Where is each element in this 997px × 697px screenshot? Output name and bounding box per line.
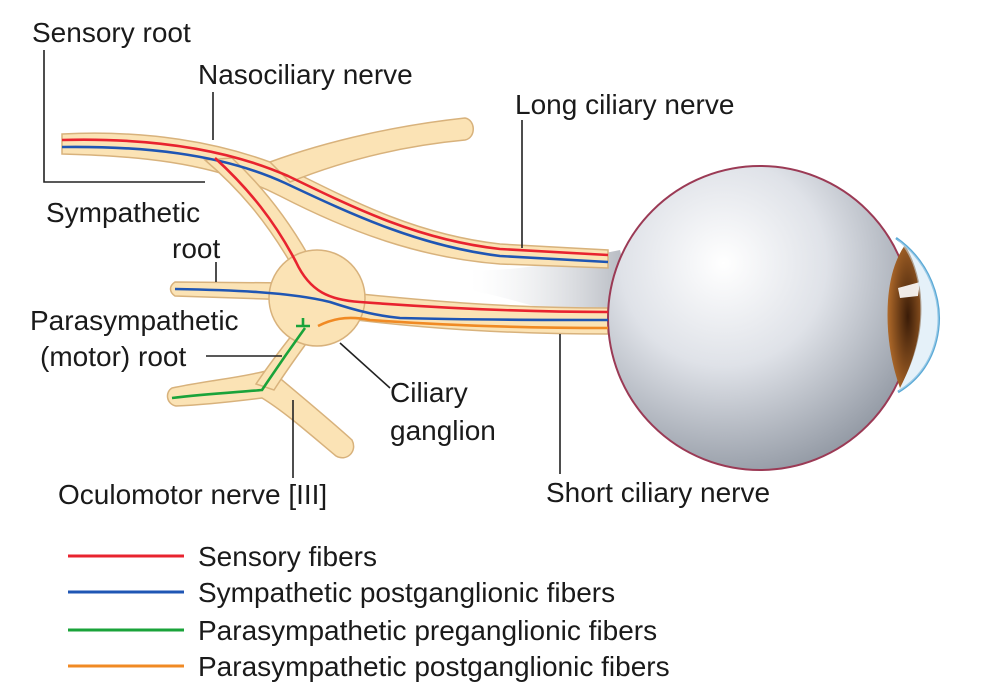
legend-item: Sympathetic postganglionic fibers	[68, 577, 615, 608]
legend-item: Parasympathetic preganglionic fibers	[68, 615, 657, 646]
label-ciliary-ganglion-2: ganglion	[390, 415, 496, 446]
lens-highlight	[898, 282, 920, 298]
cornea-fill	[896, 238, 939, 392]
label-long-ciliary-nerve: Long ciliary nerve	[515, 89, 734, 120]
label-parasympathetic-root-2: (motor) root	[40, 341, 186, 372]
label-sensory-root: Sensory root	[32, 17, 191, 48]
legend: Sensory fibers Sympathetic postganglioni…	[68, 541, 670, 682]
label-sympathetic-root-1: Sympathetic	[46, 197, 200, 228]
sympathetic-fiber-nasociliary	[61, 145, 609, 264]
sensory-fiber-short-ciliary	[214, 157, 609, 314]
sympathetic-fiber-short-ciliary	[174, 287, 609, 322]
label-ciliary-ganglion-1: Ciliary	[390, 377, 468, 408]
synapse-fork	[296, 318, 310, 328]
parasympathetic-preganglionic-fiber	[171, 327, 307, 400]
eyeball	[607, 165, 913, 471]
label-parasympathetic-root-1: Parasympathetic	[30, 305, 239, 336]
legend-item: Sensory fibers	[68, 541, 377, 572]
leader-ciliary-ganglion	[339, 342, 391, 389]
legend-label: Parasympathetic postganglionic fibers	[198, 651, 670, 682]
legend-label: Parasympathetic preganglionic fibers	[198, 615, 657, 646]
label-sympathetic-root-2: root	[172, 233, 220, 264]
legend-label: Sympathetic postganglionic fibers	[198, 577, 615, 608]
legend-label: Sensory fibers	[198, 541, 377, 572]
parasympathetic-postganglionic-fiber	[317, 316, 609, 330]
label-nasociliary-nerve: Nasociliary nerve	[198, 59, 413, 90]
nasociliary-nerve-trunk	[61, 132, 609, 269]
leader-sensory-root	[43, 50, 205, 183]
nasociliary-upper-branch	[268, 117, 474, 183]
iris	[887, 245, 922, 388]
sensory-fiber-nasociliary	[61, 138, 609, 257]
legend-item: Parasympathetic postganglionic fibers	[68, 651, 670, 682]
label-short-ciliary-nerve: Short ciliary nerve	[546, 477, 770, 508]
label-oculomotor-nerve: Oculomotor nerve [III]	[58, 479, 327, 510]
